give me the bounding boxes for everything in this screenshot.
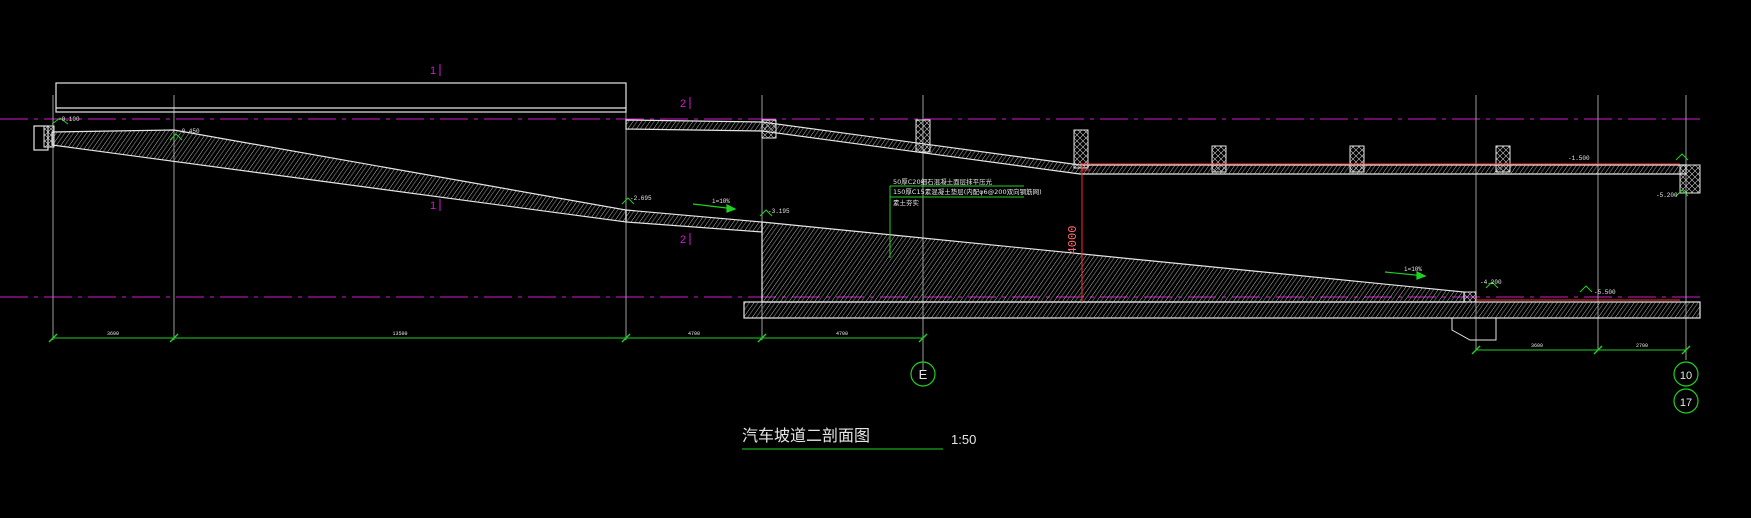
dim-label: 4700	[688, 331, 700, 337]
construction-note: 50厚C20细石混凝土面层抹平压光	[893, 177, 993, 186]
construction-note: 150厚C15素混凝土垫层(内配φ6@200双向钢筋网)	[893, 187, 1042, 196]
lower-ramp-fill	[743, 169, 1701, 341]
axis-label-17: 17	[1680, 397, 1692, 409]
level-markers	[51, 117, 1689, 293]
drawing-scale: 1:50	[951, 432, 976, 447]
level-label: -5.200	[1656, 192, 1678, 199]
level-label: -2.695	[630, 195, 652, 202]
canopy	[55, 82, 627, 113]
level-label: -0.450	[178, 128, 200, 135]
axis-label-10: 10	[1680, 370, 1692, 382]
construction-note: 素土夯实	[893, 198, 920, 207]
axis-bubble-10[interactable]	[1673, 361, 1699, 387]
dim-label: 3600	[107, 331, 119, 337]
axis-bubble-group	[910, 361, 1699, 414]
level-label: -3.195	[768, 208, 790, 215]
axis-bubble-e[interactable]	[910, 361, 936, 387]
drawing-title: 汽车坡道二剖面图	[742, 426, 870, 445]
section-mark-2-bottom: 2	[680, 234, 686, 246]
dim-label: 2700	[1636, 343, 1648, 349]
level-label: -5.500	[1594, 289, 1616, 296]
section-mark-1-top: 1	[430, 65, 436, 77]
dimension-lines	[48, 165, 1691, 450]
upper-floor-slab	[625, 119, 1701, 194]
level-label: -0.100	[58, 116, 80, 123]
slope-label: i=10%	[712, 198, 730, 205]
dim-label: 3600	[1531, 343, 1543, 349]
upper-ramp-slab	[33, 125, 763, 233]
axis-bubble-17[interactable]	[1673, 388, 1699, 414]
slope-label: i=10%	[1404, 266, 1422, 273]
level-label: -1.500	[1568, 155, 1590, 162]
level-label: -4.200	[1480, 279, 1502, 286]
height-dimension-label: 4000	[1066, 226, 1080, 255]
dim-label: 13500	[392, 331, 407, 337]
dim-label: 4700	[836, 331, 848, 337]
section-mark-1-bottom: 1	[430, 200, 436, 212]
axis-label-e: E	[919, 367, 928, 382]
section-mark-2-top: 2	[680, 98, 686, 110]
slope-arrows	[692, 203, 1427, 280]
